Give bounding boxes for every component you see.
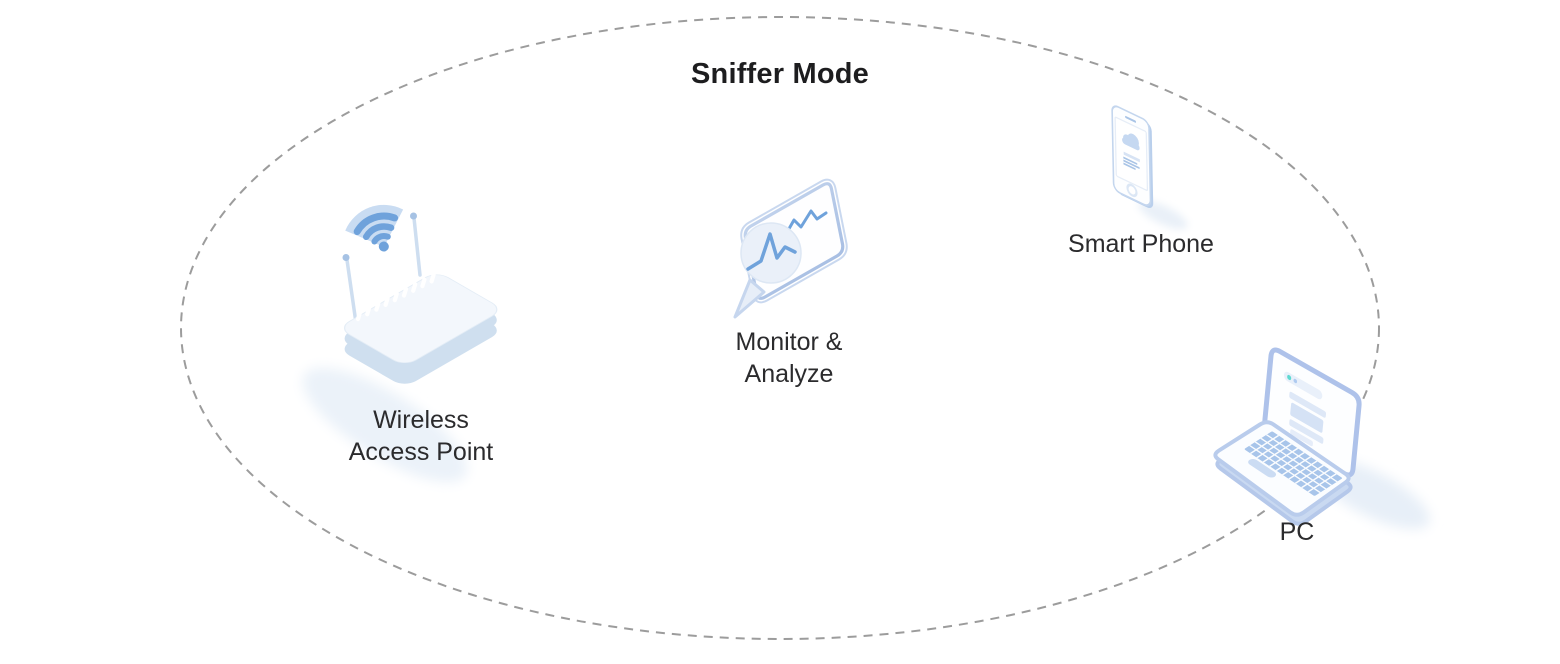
- antenna-right: [410, 212, 422, 277]
- keyboard-grid: [1249, 434, 1338, 493]
- home-button: [1126, 183, 1138, 198]
- led-indicators: [355, 272, 436, 322]
- monitor-analyze-label-line2: Analyze: [744, 360, 834, 388]
- magnifier-handle: [733, 278, 766, 319]
- page-title: Sniffer Mode: [690, 58, 869, 90]
- wifi-icon: [345, 204, 404, 252]
- smart-phone-label: Smart Phone: [1068, 230, 1214, 258]
- smartphone-icon: [1111, 105, 1188, 230]
- magnifier-chart-icon: [733, 178, 848, 319]
- sniffer-zone-boundary: [180, 16, 1380, 640]
- teal-dot: [1287, 374, 1292, 381]
- keyboard: [1244, 431, 1342, 496]
- wireless-access-point-label-line1: Wireless: [373, 406, 469, 434]
- laptop-screen-content: [1283, 371, 1327, 447]
- cloud-icon: [1122, 133, 1140, 151]
- waveform-line: [784, 209, 828, 236]
- magnified-waveform: [746, 232, 797, 271]
- blue-dot: [1293, 378, 1298, 384]
- wireless-access-point-label: Wireless Access Point: [311, 404, 531, 468]
- speaker-slit: [1125, 115, 1137, 123]
- phone-screen: [1114, 116, 1149, 192]
- pc-label: PC: [1279, 518, 1315, 546]
- trackpad: [1248, 459, 1277, 478]
- router-body: [343, 274, 498, 384]
- monitor-analyze-label: Monitor & Analyze: [689, 326, 889, 390]
- wireless-access-point-label-line2: Access Point: [348, 438, 494, 466]
- monitor-analyze-label-line1: Monitor &: [735, 328, 843, 356]
- magnifier-lens: [740, 222, 802, 284]
- wireless-router-icon: [302, 204, 498, 483]
- screen-text-lines: [1123, 151, 1140, 171]
- laptop-icon: [1213, 347, 1430, 530]
- router-shadow: [302, 367, 468, 483]
